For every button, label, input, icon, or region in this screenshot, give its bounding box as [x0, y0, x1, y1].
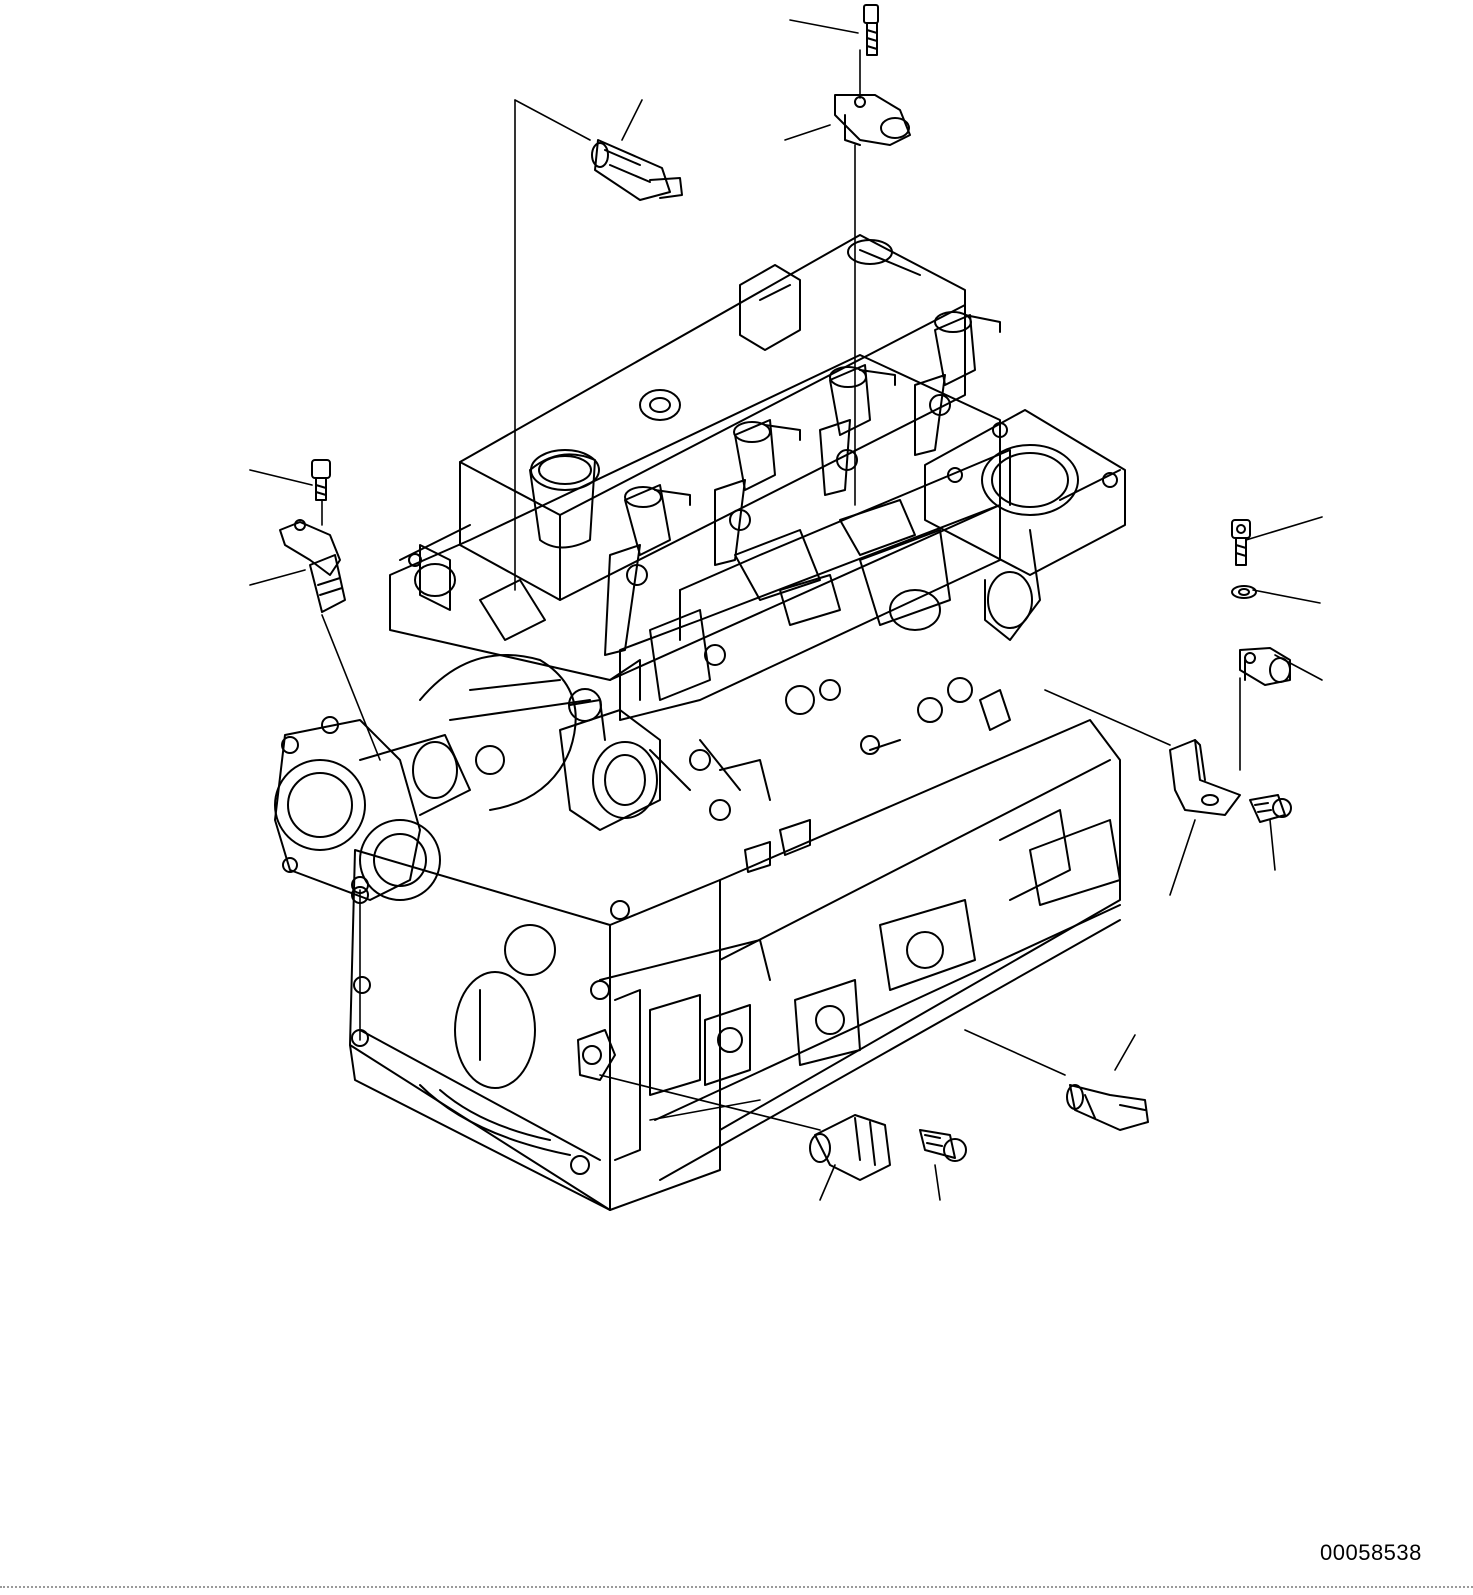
intake-manifold	[619, 449, 1011, 821]
bolt-bracket	[1249, 794, 1292, 823]
front-housing	[274, 654, 661, 901]
injectors	[604, 311, 1001, 656]
engine-block	[349, 689, 1121, 1211]
sensor-right	[1239, 647, 1291, 686]
leader-lines	[249, 19, 1323, 1201]
outlet-flange	[924, 409, 1126, 641]
bolt-lower	[919, 1129, 967, 1162]
injector-2	[714, 419, 801, 566]
bolt-top	[863, 4, 879, 56]
cam-sensor-top	[834, 94, 911, 146]
page-border	[0, 1586, 1473, 1588]
crank-sensor-left	[279, 519, 346, 613]
washer-right	[1231, 585, 1257, 599]
pressure-sensor-top	[591, 139, 683, 201]
injector-3	[819, 364, 896, 496]
injector-1	[604, 484, 691, 656]
front-bolts	[351, 553, 422, 1047]
cylinder-head	[389, 354, 1001, 701]
injector-4	[914, 311, 1001, 456]
drawing-number: 00058538	[1320, 1540, 1422, 1565]
speed-sensor-lower	[809, 1114, 891, 1181]
bracket-right	[1169, 739, 1241, 816]
temp-sensor-lower	[1066, 1084, 1149, 1131]
bolt-right	[1231, 519, 1251, 566]
bolt-left	[311, 459, 331, 501]
sensor-front	[577, 1029, 616, 1081]
